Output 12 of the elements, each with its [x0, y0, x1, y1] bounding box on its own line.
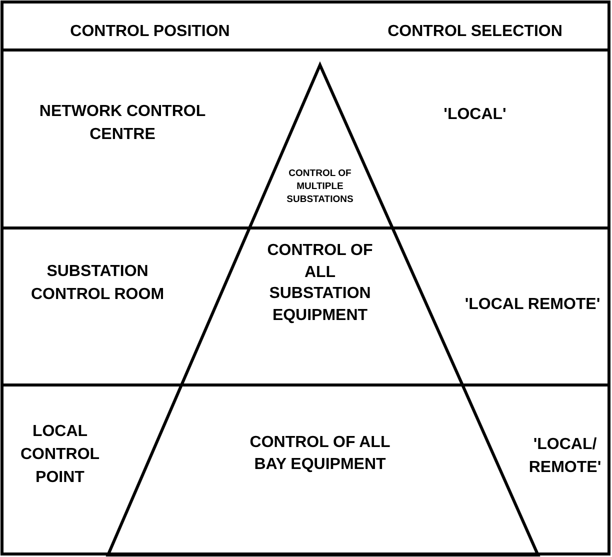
pyramid-tier	[181, 228, 463, 385]
control-position-label: LOCAL CONTROL POINT	[19, 422, 101, 488]
control-selection-label: 'LOCAL/ REMOTE'	[528, 435, 602, 478]
control-position-label: SUBSTATION CONTROL ROOM	[30, 262, 166, 306]
tier-label: CONTROL OF MULTIPLE SUBSTATIONS	[286, 168, 354, 206]
column-header: CONTROL POSITION	[69, 22, 231, 42]
control-position-label: NETWORK CONTROL CENTRE	[38, 102, 207, 146]
column-header: CONTROL SELECTION	[386, 22, 564, 42]
tier-label: CONTROL OF ALL SUBSTATION EQUIPMENT	[266, 241, 374, 326]
tier-label: CONTROL OF ALL BAY EQUIPMENT	[248, 433, 392, 475]
control-selection-label: 'LOCAL REMOTE'	[464, 295, 602, 315]
control-selection-label: 'LOCAL'	[442, 105, 508, 125]
